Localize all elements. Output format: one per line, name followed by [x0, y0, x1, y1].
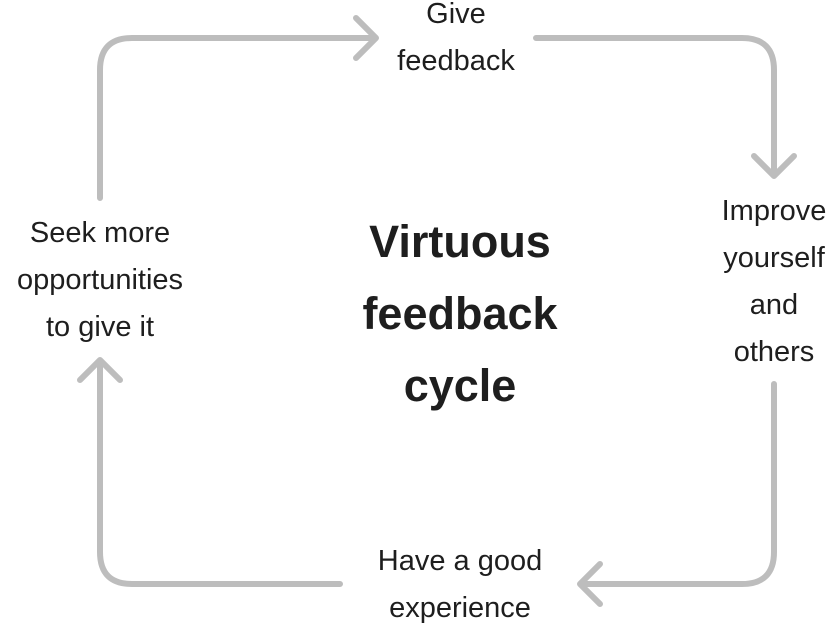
node-seek-more-line-1: Seek more	[29, 217, 171, 249]
node-good-experience: Have a good experience	[350, 538, 570, 632]
arrowhead-into-give-icon	[353, 15, 379, 61]
arrowhead-into-experience-icon	[577, 561, 603, 607]
title-line-3: cycle	[403, 360, 517, 411]
node-give-feedback-line-1: Give	[426, 0, 486, 30]
connector-improve-to-experience	[579, 381, 777, 587]
node-improve-line-1: Improve	[721, 195, 827, 227]
diagram-title: Virtuous feedback cycle	[330, 206, 590, 422]
node-give-feedback-line-2: feedback	[397, 45, 515, 77]
arrowhead-into-seek-icon	[77, 357, 123, 383]
arrowhead-into-improve-icon	[751, 153, 797, 179]
node-improve: Improve yourself and others	[706, 188, 834, 376]
node-good-experience-line-2: experience	[389, 592, 531, 624]
node-seek-more: Seek more opportunities to give it	[0, 210, 200, 351]
node-improve-line-2: yourself	[723, 242, 825, 274]
connector-give-to-improve	[533, 35, 777, 177]
title-line-1: Virtuous	[369, 216, 551, 267]
node-improve-line-4: others	[733, 336, 815, 368]
node-seek-more-line-3: to give it	[46, 311, 154, 343]
connector-seek-to-give	[97, 35, 377, 201]
node-seek-more-line-2: opportunities	[16, 264, 184, 296]
title-line-2: feedback	[362, 288, 558, 339]
connector-experience-to-seek	[97, 361, 343, 587]
node-improve-line-3: and	[749, 289, 799, 321]
node-give-feedback: Give feedback	[376, 0, 536, 85]
node-good-experience-line-1: Have a good	[377, 545, 543, 577]
